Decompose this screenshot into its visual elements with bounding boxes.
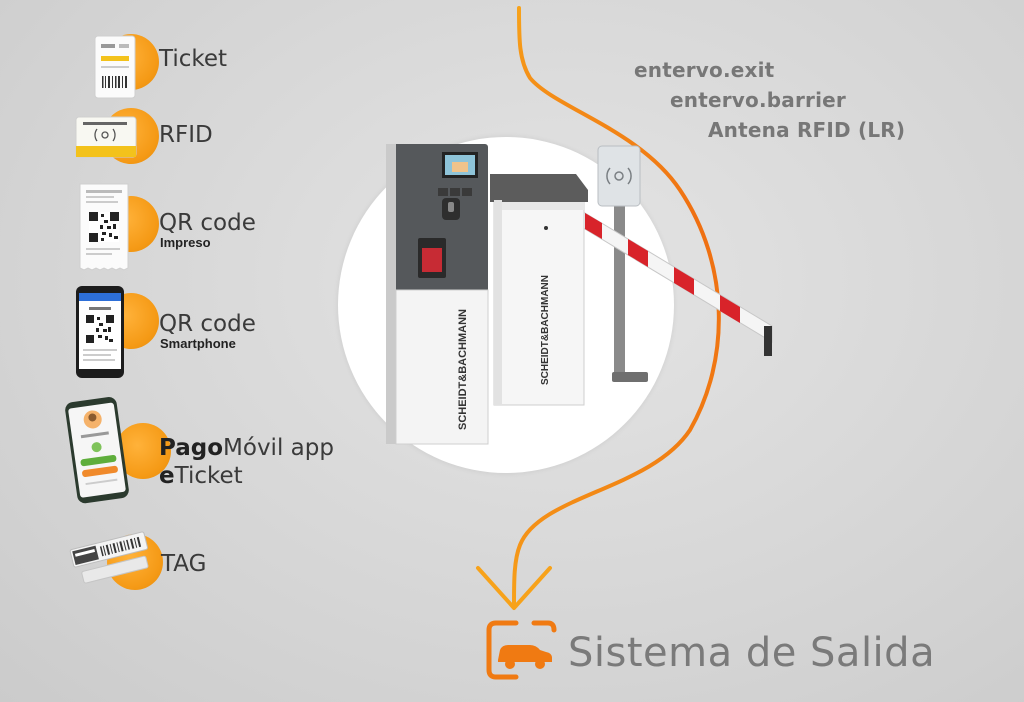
printed-qr-icon [79, 183, 129, 271]
rfid-antenna [597, 145, 648, 382]
equipment-illustration: SCHEIDT&BACHMANN SCHEIDT&BACHMANN [386, 144, 773, 445]
barrier-arm [579, 209, 773, 356]
kiosk-brand: SCHEIDT&BACHMANN [457, 309, 469, 430]
legend-antenna: Antena RFID (LR) [708, 118, 906, 142]
media-label: QR code [159, 311, 256, 337]
label-regular-part: Ticket [174, 463, 243, 489]
media-label-pagomovil: PagoMóvil app [159, 435, 334, 461]
exit-kiosk: SCHEIDT&BACHMANN [386, 144, 489, 445]
media-label: RFID [159, 122, 213, 148]
barrier-cabinet: SCHEIDT&BACHMANN [490, 174, 588, 406]
label-bold-part: Pago [159, 435, 224, 461]
pagomovil-app-icon [65, 397, 129, 504]
media-label: TAG [161, 551, 207, 577]
media-label: QR code [159, 210, 256, 236]
legend-barrier: entervo.barrier [670, 88, 846, 112]
car-exit-icon [486, 620, 557, 680]
tag-icon [69, 531, 149, 584]
legend-exit: entervo.exit [634, 58, 775, 82]
ticket-icon [94, 35, 136, 99]
label-regular-part: Móvil app [223, 435, 334, 461]
media-sublabel: Impreso [160, 235, 211, 250]
barrier-brand: SCHEIDT&BACHMANN [540, 275, 551, 385]
media-label-eticket: eTicket [159, 463, 243, 489]
label-bold-part: e [159, 463, 175, 489]
media-sublabel: Smartphone [160, 336, 236, 351]
footer-title: Sistema de Salida [568, 630, 936, 676]
rfid-card-icon [75, 116, 137, 158]
smartphone-qr-icon [76, 286, 124, 378]
media-label: Ticket [159, 46, 228, 72]
